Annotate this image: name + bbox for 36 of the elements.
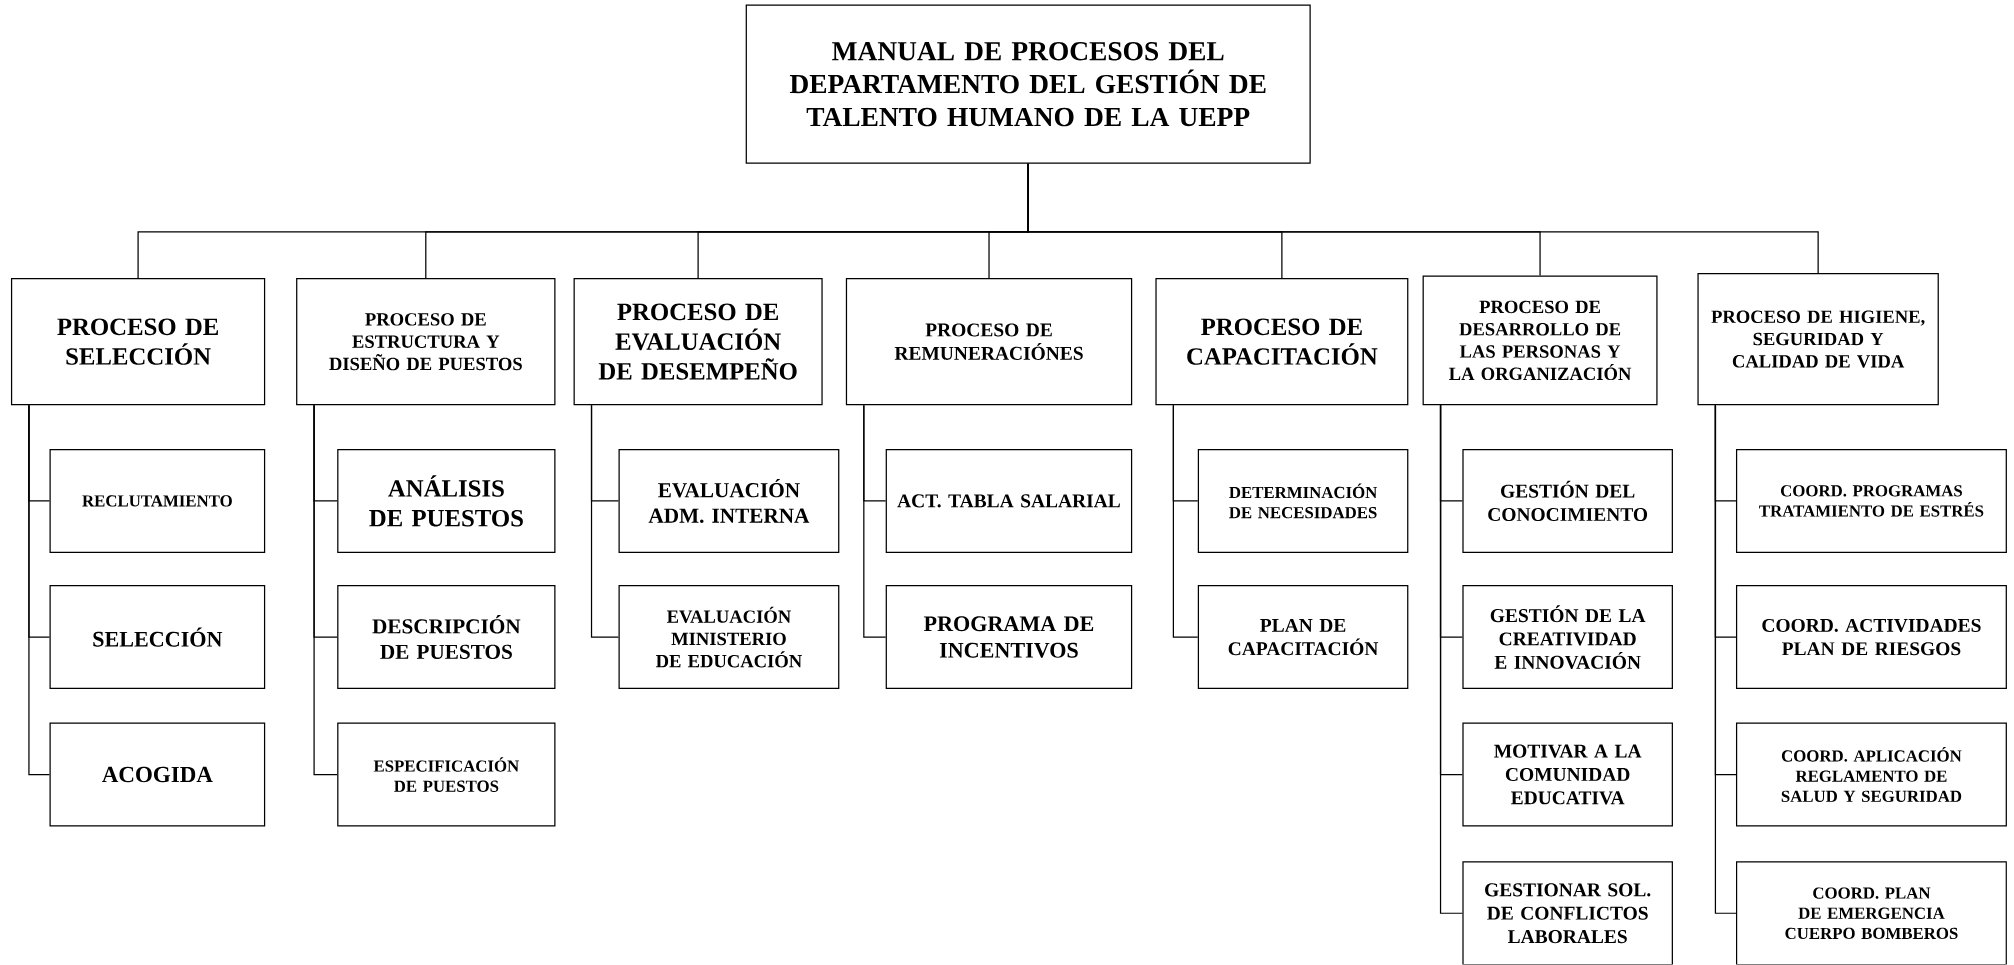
process-box: ESPECIFICACIÓN DE PUESTOS [337,722,556,827]
process-box: SELECCIÓN [49,585,266,690]
process-box: PROCESO DE ESTRUCTURA Y DISEÑO DE PUESTOS [296,278,556,406]
connector-line [28,404,51,776]
process-box: DETERMINACIÓN DE NECESIDADES [1197,449,1409,554]
process-box: PROGRAMA DE INCENTIVOS [885,585,1133,690]
process-box: ANÁLISIS DE PUESTOS [337,449,556,554]
connector-line [1172,404,1199,638]
connector-line [1714,404,1737,915]
connector-line [1027,163,1819,274]
connector-line [863,404,887,638]
process-box: DESCRIPCIÓN DE PUESTOS [337,585,556,690]
process-box: PROCESO DE SELECCIÓN [10,278,266,406]
process-box: PROCESO DE REMUNERACIÓNES [845,278,1133,406]
connector-line [590,404,620,638]
process-box: COORD. APLICACIÓN REGLAMENTO DE SALUD Y SEGURIDAD [1736,722,2007,827]
process-box: COORD. PROGRAMAS TRATAMIENTO DE ESTRÉS [1736,449,2007,554]
process-box: GESTIÓN DE LA CREATIVIDAD E INNOVACIÓN [1462,585,1673,690]
process-box: COORD. PLAN DE EMERGENCIA CUERPO BOMBEROS [1736,861,2007,965]
title-box: MANUAL DE PROCESOS DEL DEPARTAMENTO DEL GESTIÓN DE TALENTO HUMANO DE LA UEPP [745,4,1311,164]
process-box: RECLUTAMIENTO [49,449,266,554]
process-box: PROCESO DE DESARROLLO DE LAS PERSONAS Y LA ORGANIZACIÓN [1422,275,1658,406]
process-box: EVALUACIÓN MINISTERIO DE EDUCACIÓN [618,585,840,690]
process-box: EVALUACIÓN ADM. INTERNA [618,449,840,554]
connector-line [313,404,338,776]
process-box: PROCESO DE HIGIENE, SEGURIDAD Y CALIDAD DE VIDA [1697,273,1939,406]
connector-line [1439,404,1463,915]
process-box: MOTIVAR A LA COMUNIDAD EDUCATIVA [1462,722,1673,827]
process-box: PROCESO DE CAPACITACIÓN [1155,278,1409,406]
process-box: COORD. ACTIVIDADES PLAN DE RIESGOS [1736,585,2007,690]
process-box: PROCESO DE EVALUACIÓN DE DESEMPEÑO [573,278,823,406]
process-box: GESTIONAR SOL. DE CONFLICTOS LABORALES [1462,861,1673,965]
process-box: ACT. TABLA SALARIAL [885,449,1133,554]
process-box: ACOGIDA [49,722,266,827]
process-box: PLAN DE CAPACITACIÓN [1197,585,1409,690]
process-box: GESTIÓN DEL CONOCIMIENTO [1462,449,1673,554]
